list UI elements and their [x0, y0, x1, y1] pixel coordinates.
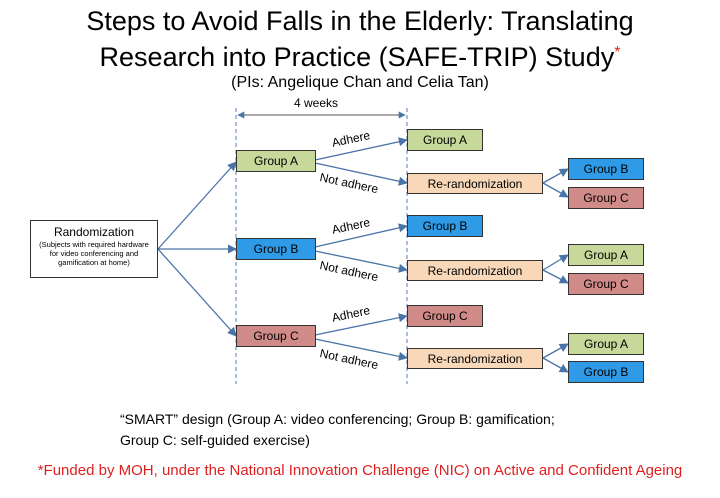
rerand-c-group-b: Group B [568, 361, 644, 383]
arrow-b-adhere [314, 223, 408, 248]
title-line-2-text: Research into Practice (SAFE-TRIP) Study [99, 42, 615, 72]
rerand-b-group-c: Group C [568, 273, 644, 295]
group-a-box: Group A [236, 150, 316, 172]
arrow-b-rr-a [542, 254, 569, 271]
arrow-b-rr-c [542, 269, 569, 284]
design-note-line-1: “SMART” design (Group A: video conferenc… [120, 411, 555, 427]
arrow-rand-a [157, 161, 237, 250]
rerandomization-box-b: Re-randomization [407, 260, 543, 281]
rerand-b-group-a: Group A [568, 244, 644, 266]
arrow-c-adhere [314, 313, 408, 336]
rerandomization-box-a: Re-randomization [407, 173, 543, 194]
rerand-a-group-b: Group B [568, 158, 644, 180]
group-b-box: Group B [236, 238, 316, 260]
rerand-c-group-a: Group A [568, 333, 644, 355]
funding-note: *Funded by MOH, under the National Innov… [37, 462, 683, 479]
arrow-b-notadhere [314, 250, 408, 273]
arrow-a-rr-b [542, 168, 569, 184]
arrow-c-rr-b [542, 357, 569, 373]
outcome-group-a: Group A [407, 129, 483, 151]
title-line-2: Research into Practice (SAFE-TRIP) Study… [0, 40, 720, 74]
arrow-rand-c [157, 248, 237, 337]
design-note-line-2: Group C: self-guided exercise) [120, 432, 310, 448]
arrow-a-rr-c [542, 182, 569, 198]
duration-label: 4 weeks [294, 96, 339, 110]
design-note: “SMART” design (Group A: video conferenc… [120, 409, 555, 451]
outcome-group-b: Group B [407, 215, 483, 237]
rerandomization-box-c: Re-randomization [407, 348, 543, 369]
arrow-a-adhere [314, 137, 408, 161]
randomization-subtitle: (Subjects with required hardware for vid… [39, 240, 149, 267]
principal-investigators: (PIs: Angelique Chan and Celia Tan) [231, 74, 489, 91]
group-c-box: Group C [236, 325, 316, 347]
title-asterisk: * [614, 44, 621, 61]
arrow-a-notadhere [314, 162, 408, 186]
randomization-box: Randomization (Subjects with required ha… [30, 220, 158, 278]
rerand-a-group-c: Group C [568, 187, 644, 209]
title-line-1: Steps to Avoid Falls in the Elderly: Tra… [86, 6, 634, 36]
arrow-c-rr-a [542, 343, 569, 359]
randomization-title: Randomization [53, 225, 135, 239]
outcome-group-c: Group C [407, 305, 483, 327]
arrow-c-notadhere [314, 338, 408, 361]
